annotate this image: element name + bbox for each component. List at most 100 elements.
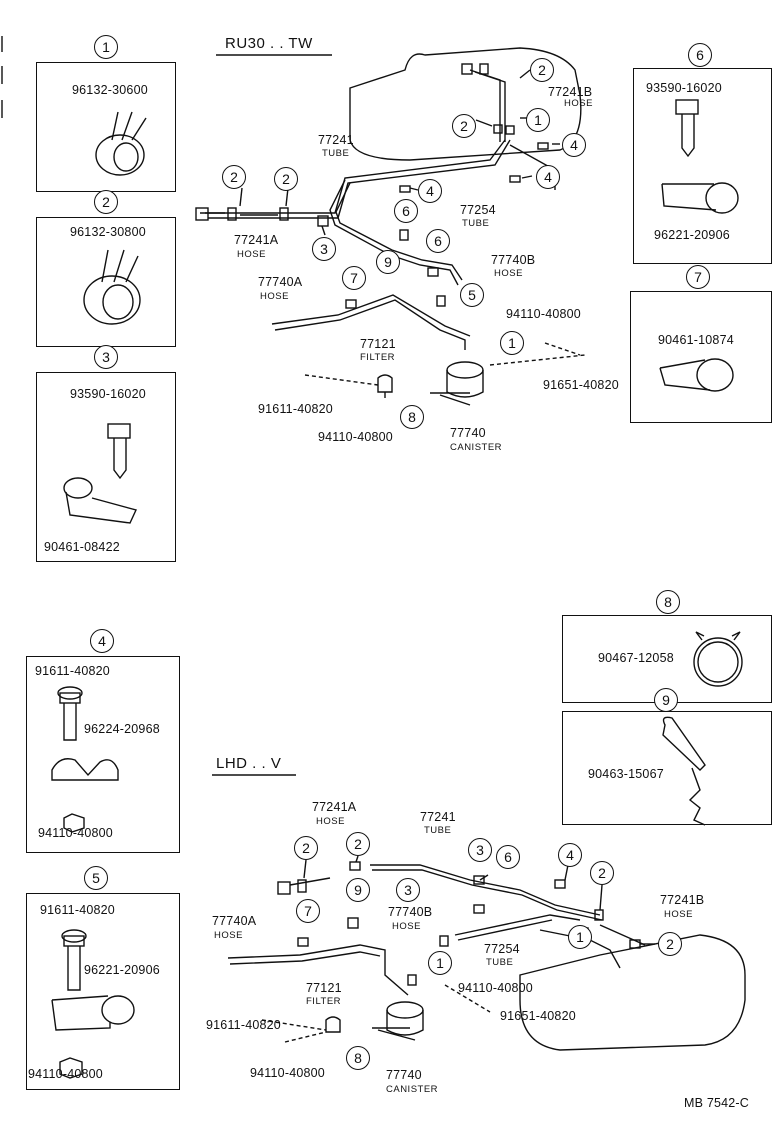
callout-box-7 [630,291,772,423]
label-91651: 91651-40820 [500,1009,576,1023]
ref-6: 6 [496,845,520,869]
ref-2: 2 [590,861,614,885]
ref-1: 1 [428,951,452,975]
section-title-top: RU30 . . TW [225,35,313,52]
part-number: 96132-30600 [72,83,148,97]
label-hose: HOSE [392,921,421,932]
label-tube: TUBE [424,825,452,836]
label-filter: FILTER [360,352,396,363]
part-number: 90461-08422 [44,540,120,554]
label-hose: HOSE [214,930,243,941]
part-number: 90461-10874 [658,333,734,347]
callout-number-7: 7 [686,265,710,289]
callout-box-1 [36,62,176,192]
callout-number-9: 9 [654,688,678,712]
label-77241A: 77241A [234,233,279,247]
ref-4: 4 [418,179,442,203]
ref-4: 4 [562,133,586,157]
label-77241A: 77241A [312,800,357,814]
label-77740: 77740 [450,426,486,440]
label-hose: HOSE [494,268,523,279]
part-number: 90463-15067 [588,767,664,781]
part-number: 91611-40820 [40,903,115,917]
ref-2: 2 [346,832,370,856]
label-hose: HOSE [237,249,266,260]
label-77740: 77740 [386,1068,422,1082]
label-94110: 94110-40800 [318,430,393,444]
label-77241: 77241 [420,810,456,824]
label-tube: TUBE [462,218,490,229]
ref-4: 4 [536,165,560,189]
label-hose: HOSE [664,909,693,920]
ref-9: 9 [346,878,370,902]
label-77121: 77121 [306,981,342,995]
label-77241B: 77241B [660,893,705,907]
part-number: 96221-20906 [84,963,160,977]
callout-box-5 [26,893,180,1090]
callout-number-2: 2 [94,190,118,214]
part-number: 93590-16020 [646,81,722,95]
ref-2: 2 [658,932,682,956]
ref-6: 6 [394,199,418,223]
callout-box-3 [36,372,176,562]
label-canister: CANISTER [386,1084,439,1095]
ref-2: 2 [452,114,476,138]
ref-3: 3 [468,838,492,862]
label-94110: 94110-40800 [250,1066,325,1080]
ref-8: 8 [400,405,424,429]
callout-box-4 [26,656,180,853]
label-91611: 91611-40820 [258,402,333,416]
callout-number-8: 8 [656,590,680,614]
callout-box-6 [633,68,772,264]
label-hose: HOSE [260,291,289,302]
ref-9: 9 [376,250,400,274]
ref-1: 1 [500,331,524,355]
label-77740B: 77740B [491,253,536,267]
diagram-code: MB 7542-C [684,1096,750,1110]
label-91651: 91651-40820 [543,378,619,392]
label-77254: 77254 [484,942,520,956]
label-hose: HOSE [316,816,345,827]
section-title-bottom: LHD . . V [216,755,282,772]
ref-3: 3 [312,237,336,261]
label-77740B: 77740B [388,905,433,919]
callout-number-5: 5 [84,866,108,890]
callout-number-3: 3 [94,345,118,369]
label-hose: HOSE [564,98,593,109]
label-77121: 77121 [360,337,396,351]
label-77241B: 77241B [548,85,593,99]
ref-1: 1 [526,108,550,132]
ref-5: 5 [460,283,484,307]
ref-2: 2 [274,167,298,191]
part-number: 90467-12058 [598,651,674,665]
label-94110: 94110-40800 [458,981,533,995]
label-77740A: 77740A [212,914,257,928]
label-filter: FILTER [306,996,342,1007]
label-94110: 94110-40800 [506,307,581,321]
label-77254: 77254 [460,203,496,217]
part-number: 93590-16020 [70,387,146,401]
ref-2: 2 [294,836,318,860]
ref-3: 3 [396,878,420,902]
part-number: 94110-40800 [28,1067,103,1081]
label-tube: TUBE [486,957,514,968]
ref-6: 6 [426,229,450,253]
callout-number-1: 1 [94,35,118,59]
ref-7: 7 [342,266,366,290]
callout-number-6: 6 [688,43,712,67]
label-tube: TUBE [322,148,350,159]
ref-1: 1 [568,925,592,949]
label-77740A: 77740A [258,275,303,289]
ref-4: 4 [558,843,582,867]
callout-number-4: 4 [90,629,114,653]
ref-7: 7 [296,899,320,923]
ref-2: 2 [222,165,246,189]
part-number: 96224-20968 [84,722,160,736]
label-77241: 77241 [318,133,354,147]
label-91611: 91611-40820 [206,1018,281,1032]
part-number: 94110-40800 [38,826,113,840]
part-number: 96221-20906 [654,228,730,242]
ref-2: 2 [530,58,554,82]
ref-8: 8 [346,1046,370,1070]
part-number: 91611-40820 [35,664,110,678]
